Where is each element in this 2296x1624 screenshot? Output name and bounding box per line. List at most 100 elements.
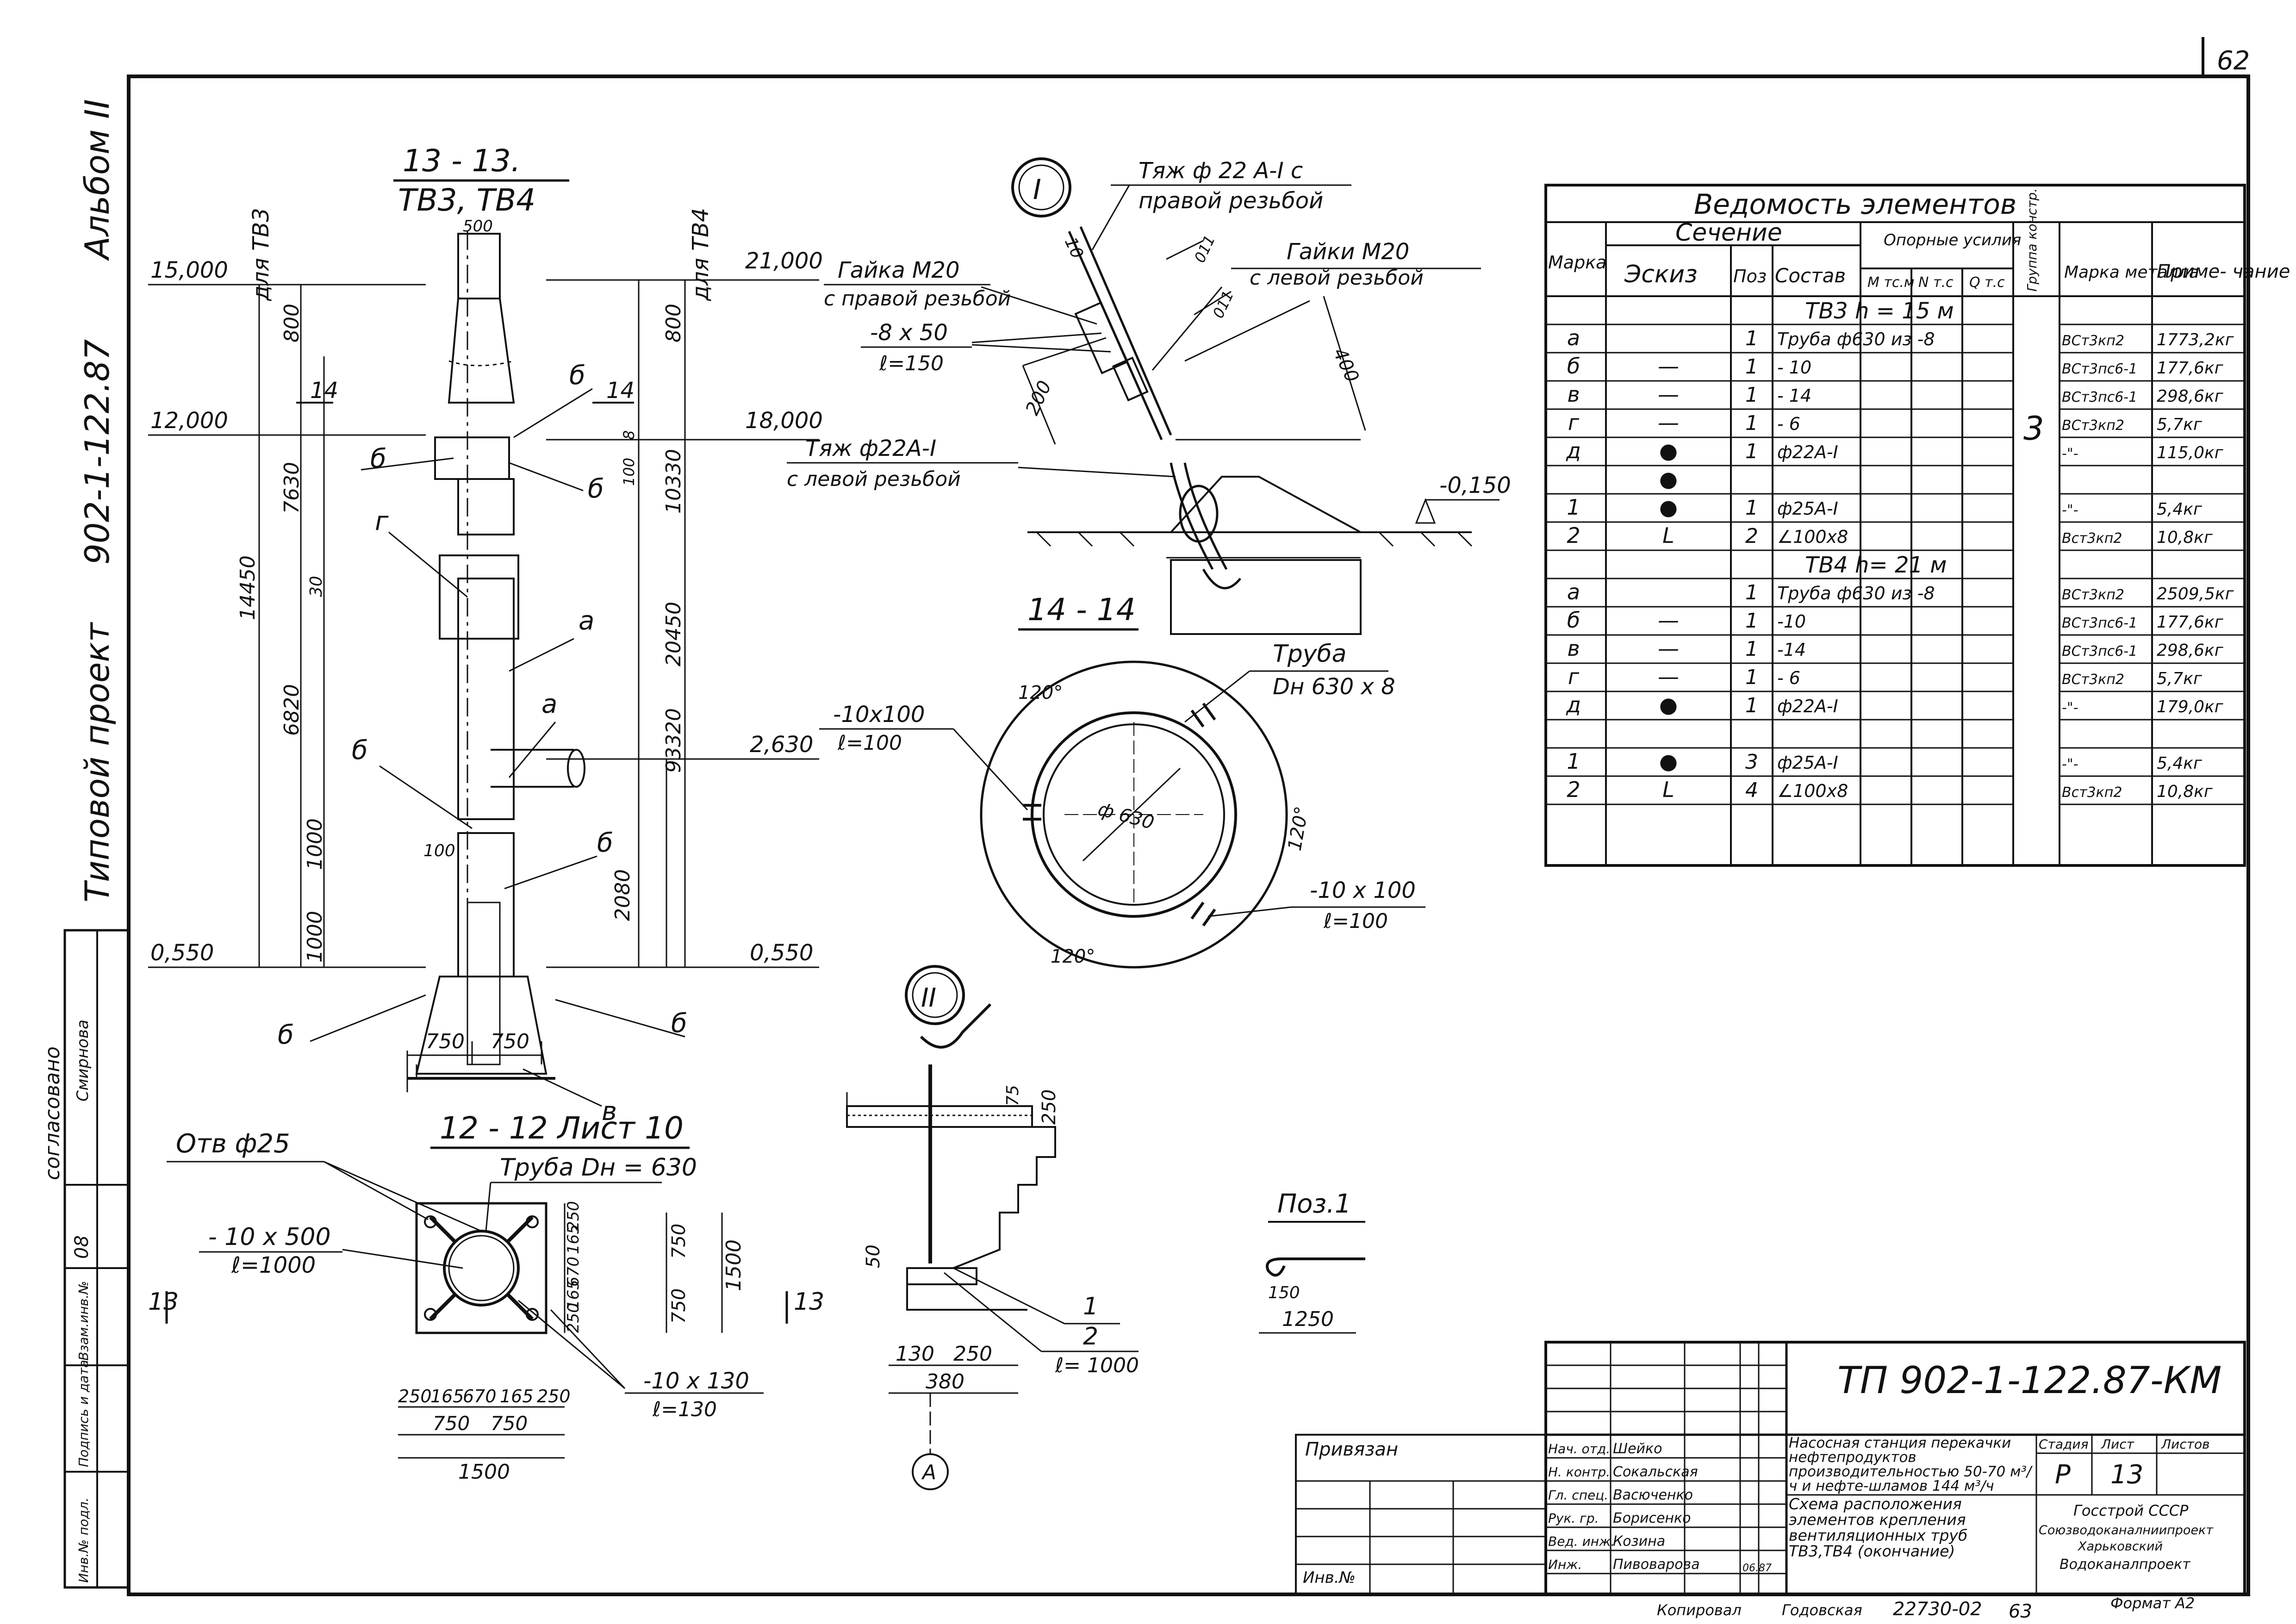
tv3-row-3-note: 5,7кг (2157, 415, 2203, 434)
mark-b-2: б (370, 444, 386, 474)
tv3-row-0-mark: а (1567, 325, 1580, 350)
sheet-number: 62 (2217, 46, 2250, 76)
level-0550-right: 0,550 (750, 940, 813, 966)
dim-r-670: 670 (564, 1257, 583, 1287)
dim-b-670: 670 (463, 1386, 497, 1406)
detail-2: II 75 250 50 130 250 380 А 1 2 ℓ= 1000 (846, 965, 1139, 1490)
agreed-code: 08 (71, 1235, 93, 1259)
title-code: ТП 902-1-122.87-КМ (1837, 1359, 2221, 1402)
stamp-row-replace: Взам.инв.№ (76, 1281, 91, 1361)
tv4-row-3-mark: г (1568, 664, 1580, 689)
title-role-2-name: Васюченко (1613, 1487, 1693, 1503)
cut-13-left: 13 (148, 1288, 179, 1316)
h-mark: Марка (1548, 252, 1606, 273)
tie-right-label: Тяж ф 22 А-I с (1139, 158, 1303, 184)
h-stage: Стадия (2039, 1437, 2088, 1452)
nuts-left-label: Гайки М20 (1287, 239, 1409, 265)
tv3-row-3-steel: ВСт3кп2 (2062, 417, 2124, 434)
tie-left-label: Тяж ф22А-I (805, 436, 936, 461)
tv3-row-0-note: 1773,2кг (2157, 330, 2234, 349)
stamp-row-inv: Инв.№ подл. (76, 1498, 91, 1583)
pipe-label: Труба (1273, 640, 1346, 668)
h-n: N т.с (1918, 274, 1954, 291)
dim-30: 30 (307, 576, 326, 597)
dim-b-250-a: 250 (398, 1386, 432, 1406)
rib-label: -10х100 (833, 702, 925, 728)
dim-1000-b: 1000 (303, 911, 327, 963)
tv4-row-4-comp: ф22А-I (1777, 696, 1838, 716)
tv4-row-4-mark: д (1566, 692, 1581, 717)
mark-a-2: а (541, 689, 557, 719)
tv4-row-6-mark: 1 (1567, 749, 1580, 774)
nut-right-label: Гайка М20 (838, 257, 960, 283)
tv3-row-7-mark: 2 (1567, 523, 1580, 548)
level-0550-left: 0,550 (150, 940, 214, 966)
nut-right-label-2: с правой резьбой (824, 287, 1011, 311)
tv4-row-0-mark: а (1567, 579, 1580, 604)
group-value: 3 (2023, 410, 2044, 448)
h-sheets: Листов (2161, 1437, 2210, 1452)
tv4-row-2-mark: в (1567, 636, 1580, 661)
level-18000: 18,000 (745, 408, 823, 434)
tv3-row-0-steel: ВСт3кп2 (2062, 333, 2124, 349)
spec-title: Ведомость элементов (1694, 188, 2016, 221)
axis-a: А (921, 1461, 936, 1484)
dim-750-left: 750 (426, 1030, 465, 1053)
tv3-row-4-pos: 1 (1745, 440, 1758, 463)
section-14-14: 14 - 14 ф 630 120° 120° 120° Труба Dн 63… (819, 592, 1425, 969)
tv3-row-4-steel: -"- (2062, 446, 2078, 462)
title-role-0-name: Шейко (1613, 1441, 1662, 1457)
tv3-row-2-sketch: — (1658, 382, 1679, 407)
archive-no: 22730-02 (1893, 1599, 1982, 1620)
dim-100-top: 100 (620, 458, 638, 486)
title-role-5-name: Пивоварова (1613, 1556, 1700, 1573)
plate-500-len: ℓ=1000 (231, 1252, 316, 1278)
tv3-row-6-steel: -"- (2062, 502, 2078, 518)
dim-2080: 2080 (611, 869, 635, 921)
tv3-row-3-mark: г (1568, 410, 1580, 435)
tv3-row-3-sketch: — (1658, 410, 1679, 435)
rib-len: ℓ=100 (837, 731, 902, 755)
plate-500-label: - 10 х 500 (208, 1223, 331, 1251)
dim-10330: 10330 (662, 449, 685, 514)
dim-10: 10 (1061, 234, 1087, 261)
dim-200: 200 (1021, 378, 1056, 419)
dim-011-b: 011 (1209, 288, 1237, 321)
tv4-row-0-steel: ВСт3кп2 (2062, 587, 2124, 603)
dim-380: 380 (926, 1370, 964, 1394)
tv4-row-7-pos: 4 (1745, 778, 1758, 802)
tv4-row-7-note: 10,8кг (2157, 782, 2213, 801)
pos-2-label: 2 (1083, 1323, 1098, 1350)
label-for-tv4: для ТВ4 (688, 208, 714, 301)
dim-750-right: 750 (491, 1030, 529, 1053)
dim-1000-a: 1000 (303, 818, 327, 870)
h-note: Приме- чание (2157, 261, 2290, 282)
mark-b-1: б (569, 361, 585, 391)
pos-2-len: ℓ= 1000 (1055, 1354, 1139, 1377)
tv4-row-6-pos: 3 (1745, 750, 1758, 774)
section-12-title: 12 - 12 Лист 10 (440, 1110, 684, 1146)
top-width-dim: 500 (463, 217, 493, 236)
dim-r-250-b: 250 (564, 1303, 583, 1333)
dim-93320: 93320 (662, 708, 685, 773)
tv3-row-0-comp: Труба ф630 из -8 (1777, 329, 1935, 349)
hole-label: Отв ф25 (176, 1129, 290, 1159)
sheet-value: 13 (2110, 1460, 2143, 1490)
tv3-row-1-steel: ВСт3пс6-1 (2062, 361, 2137, 377)
pipe-630-label: Труба Dн = 630 (500, 1154, 697, 1182)
tv3-row-3-comp: - 6 (1777, 414, 1800, 434)
h-forces: Опорные усилия (1884, 231, 2021, 249)
tv4-row-4-note: 179,0кг (2157, 697, 2224, 716)
tv3-row-6-comp: ф25А-I (1777, 498, 1838, 519)
dim-800-left: 800 (280, 304, 304, 342)
dim-b-250-b: 250 (537, 1386, 571, 1406)
tv3-row-0-pos: 1 (1745, 327, 1758, 350)
pipe-dia: ф 630 (1095, 798, 1156, 834)
tv4-row-6-comp: ф25А-I (1777, 753, 1838, 773)
dim-7630: 7630 (280, 462, 304, 514)
dim-800-right: 800 (662, 304, 685, 342)
tv3-row-7-steel: Вст3кп2 (2062, 530, 2122, 547)
base-ring-outer (980, 660, 1288, 969)
